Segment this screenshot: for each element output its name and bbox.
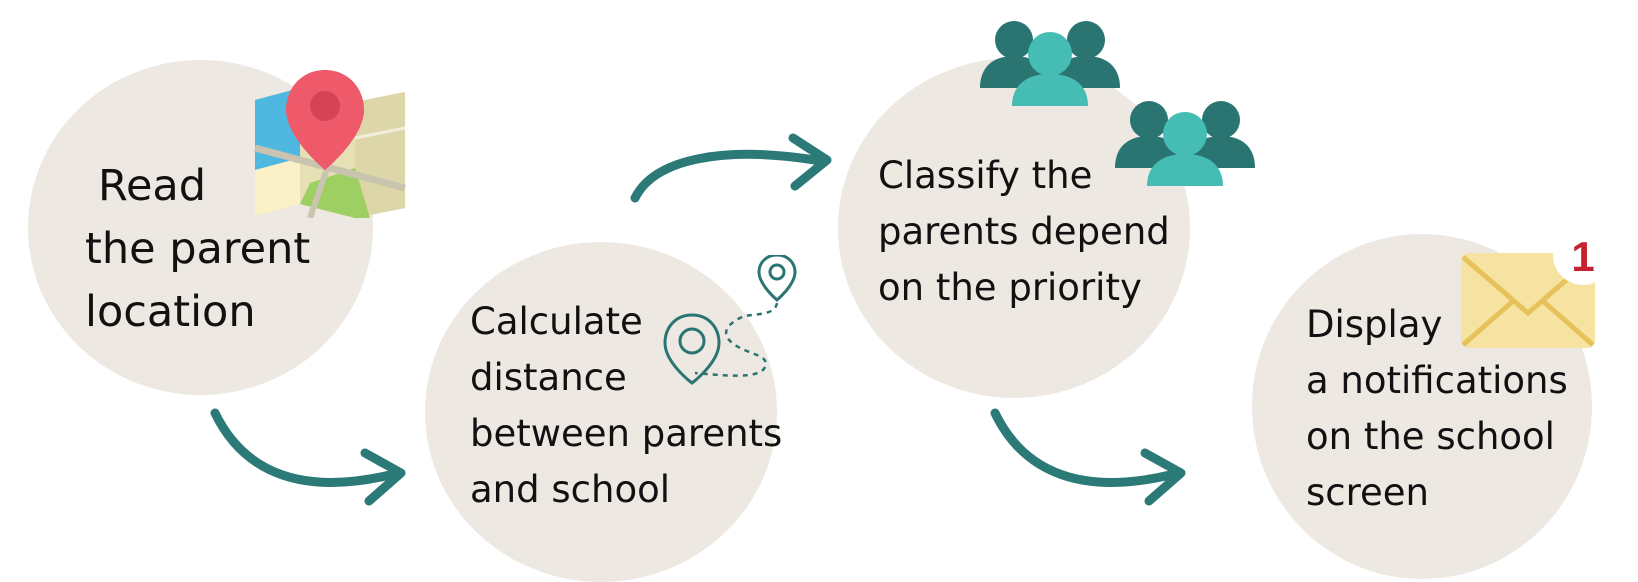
step-2-line-1: Calculate	[470, 300, 643, 343]
step-1-label: Read the parent location	[85, 155, 310, 344]
route-icon	[663, 255, 797, 385]
step-4-line-4: screen	[1306, 471, 1429, 514]
map-pin-icon	[254, 70, 406, 218]
arrow-step-3-to-4	[990, 408, 1186, 506]
step-3-label: Classify the parents depend on the prior…	[878, 148, 1170, 316]
mail-icon: 1	[1461, 225, 1613, 348]
step-2-line-4: and school	[470, 468, 670, 511]
step-4-line-2: a notifications	[1306, 359, 1568, 402]
step-2-line-3: between parents	[470, 412, 783, 455]
step-3-line-1: Classify the	[878, 154, 1093, 197]
step-2-circle	[425, 242, 777, 582]
arrow-step-2-to-3	[630, 133, 832, 203]
step-2-line-2: distance	[470, 356, 627, 399]
step-1-line-2: the parent	[85, 224, 311, 274]
step-1-line-1: Read	[98, 161, 207, 211]
user-group-icon	[1115, 101, 1255, 186]
step-4-label: Display a notifications on the school sc…	[1306, 297, 1568, 521]
notification-badge: 1	[1571, 233, 1594, 280]
step-2-label: Calculate distance between parents and s…	[470, 294, 782, 518]
step-4-line-3: on the school	[1306, 415, 1555, 458]
user-group-icon	[980, 21, 1120, 106]
arrow-step-1-to-2	[210, 408, 406, 506]
step-3-line-3: on the priority	[878, 266, 1142, 309]
step-1-line-3: location	[85, 287, 256, 337]
step-4-line-1: Display	[1306, 303, 1443, 346]
step-3-line-2: parents depend	[878, 210, 1170, 253]
process-flow-diagram: Read the parent location Calculate dista…	[28, 21, 1613, 582]
